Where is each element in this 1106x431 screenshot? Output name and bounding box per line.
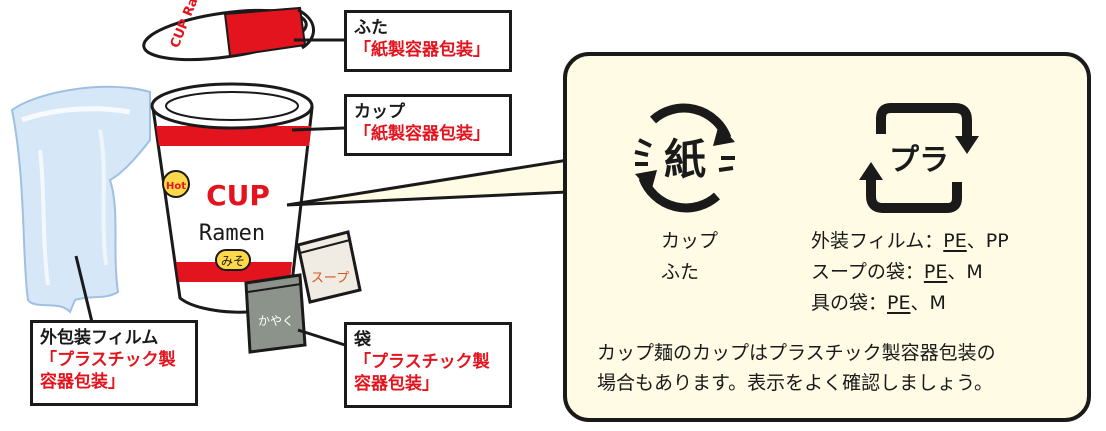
label-cup: カップ 「紙製容器包装」	[344, 94, 512, 156]
topping-packet-text: かやく	[258, 314, 294, 328]
plastic-item-topping-bag-sep: ：	[868, 292, 888, 314]
plastic-mark-text: プラ	[889, 143, 949, 178]
plastic-film-illustration	[10, 85, 151, 314]
note-line-1: カップ麺のカップはプラスチック製容器包装の	[597, 342, 996, 364]
label-film-category-1: 「プラスチック製	[40, 350, 176, 370]
label-bag-title: 袋	[354, 330, 371, 350]
label-film-category-2: 容器包装」	[40, 372, 125, 392]
lid-illustration: CUP Ramen	[142, 0, 315, 62]
cup-flavor: みそ	[221, 254, 245, 268]
plastic-recycle-mark-icon: プラ	[859, 103, 979, 213]
label-cup-category: 「紙製容器包装」	[354, 124, 490, 144]
label-film: 外包装フィルム 「プラスチック製 容器包装」	[30, 320, 198, 406]
paper-recycle-mark-icon: 紙	[634, 103, 735, 213]
plastic-item-film-rest: 、PP	[966, 230, 1009, 252]
label-bag-category-1: 「プラスチック製	[354, 352, 490, 372]
plastic-item-film-name: 外装フィルム	[811, 230, 925, 252]
plastic-item-film-sep: ：	[924, 230, 944, 252]
label-cup-title: カップ	[354, 102, 405, 122]
plastic-item-topping-bag-rest: 、M	[910, 292, 946, 314]
plastic-item-soup-bag-rest: 、M	[947, 261, 983, 283]
label-lid: ふた 「紙製容器包装」	[344, 10, 512, 72]
label-lid-category: 「紙製容器包装」	[354, 40, 490, 60]
label-bag: 袋 「プラスチック製 容器包装」	[344, 322, 512, 408]
cup-hot-badge: Hot	[166, 181, 186, 192]
plastic-item-film: 外装フィルム：PE、PP	[811, 228, 1009, 254]
paper-mark-char: 紙	[664, 135, 706, 184]
plastic-item-topping-bag-material: PE	[887, 292, 911, 314]
cup-illustration: Hot CUP Ramen みそ	[150, 82, 314, 314]
label-bag-category-2: 容器包装」	[354, 374, 439, 394]
plastic-item-soup-bag: スープの袋：PE、M	[811, 259, 983, 285]
label-lid-title: ふた	[354, 18, 388, 38]
paper-item-lid: ふた	[661, 261, 700, 283]
plastic-item-topping-bag-name: 具の袋	[811, 292, 869, 314]
note-line-2: 場合もあります。表示をよく確認しましょう。	[597, 372, 993, 394]
soup-packet-illustration: スープ	[296, 230, 362, 304]
bubble-tail	[286, 158, 570, 207]
plastic-item-topping-bag: 具の袋：PE、M	[811, 290, 946, 316]
info-panel: 紙 プラ カップ ふた 外装フィルム：PE、PP スープの袋：PE、M 具の袋：…	[563, 52, 1091, 422]
soup-packet-text: スープ	[311, 271, 349, 286]
plastic-item-soup-bag-name: スープの袋	[811, 261, 905, 283]
plastic-item-soup-bag-sep: ：	[904, 261, 924, 283]
paper-item-cup: カップ	[661, 230, 719, 252]
cup-brand-line2: Ramen	[199, 221, 265, 246]
leader-lines	[74, 38, 346, 347]
cup-brand-line1: CUP	[206, 179, 270, 212]
topping-packet-illustration: かやく	[244, 273, 307, 354]
plastic-item-film-material: PE	[943, 230, 967, 252]
label-film-title: 外包装フィルム	[40, 328, 159, 348]
plastic-item-soup-bag-material: PE	[923, 261, 948, 283]
